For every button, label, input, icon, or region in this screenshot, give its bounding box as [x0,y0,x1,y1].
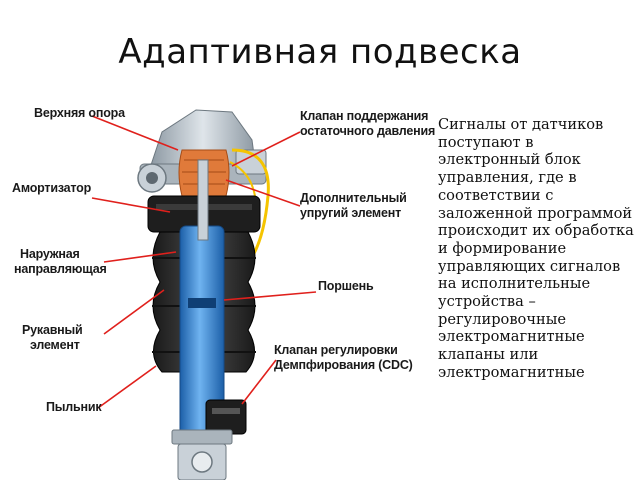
shock-absorber-tube [179,159,225,439]
label-sleeve-2: элемент [30,338,80,352]
label-cdc-2: Демпфирования (CDC) [274,358,413,372]
label-cdc-1: Клапан регулировки [274,343,398,357]
label-shock-absorber: Амортизатор [12,181,92,195]
leader-outer-guide [103,251,177,263]
label-outer-guide-1: Наружная [20,247,80,261]
leader-sleeve [103,289,165,335]
label-valve-residual-2: остаточного давления [300,124,435,138]
cdc-valve [205,399,247,435]
slide-title: Адаптивная подвеска [118,32,522,72]
leader-boot [97,365,157,409]
slide-body-text: Сигналы от датчиков поступают в электрон… [438,116,634,381]
label-piston: Поршень [318,279,374,293]
top-mount [137,109,267,193]
leader-valve-residual [231,131,301,167]
label-boot: Пыльник [46,400,102,414]
leader-shock [91,197,171,213]
leader-extra-element [225,179,301,207]
label-outer-guide-2: направляющая [14,262,107,276]
label-extra-element-1: Дополнительный [300,191,407,205]
bottom-mount [171,429,233,480]
leader-cdc [241,359,277,405]
label-extra-element-2: упругий элемент [300,206,401,220]
label-valve-residual-1: Клапан поддержания [300,109,428,123]
wire [231,148,270,261]
leader-piston [223,291,317,301]
label-sleeve-1: Рукавный [22,323,83,337]
leader-top-mount [91,115,179,151]
leader-lines [91,115,317,409]
label-top-mount: Верхняя опора [34,106,126,120]
